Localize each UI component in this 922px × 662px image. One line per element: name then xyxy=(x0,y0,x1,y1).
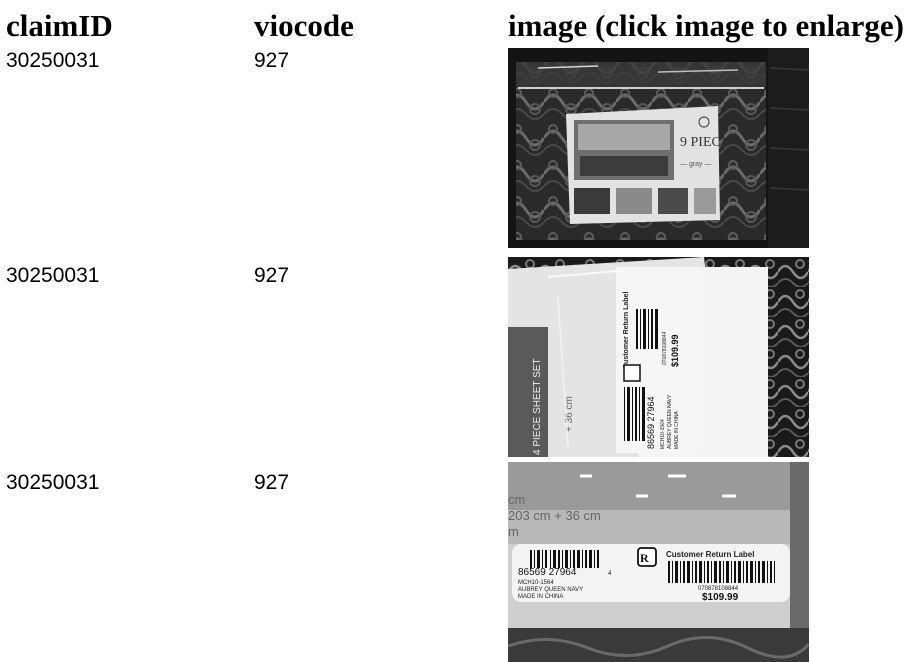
package-label-text: 86569 27964 xyxy=(646,396,656,449)
package-label-text: m xyxy=(508,524,519,539)
package-label-text: 070878108844 xyxy=(698,586,739,592)
package-label-text: MCH10-1564 xyxy=(660,419,666,449)
column-header-image: image (click image to enlarge) xyxy=(508,8,904,43)
package-label-text: Customer Return Label xyxy=(666,550,754,559)
claim-image-thumbnail[interactable]: 9 PIECE — gray — xyxy=(508,48,809,248)
package-label-text: Customer Return Label xyxy=(623,292,630,369)
column-header-viocode: viocode xyxy=(254,8,354,43)
package-label-text: AUBREY QUEEN NAVY xyxy=(667,394,673,449)
package-label-text: $109.99 xyxy=(670,334,680,367)
package-label-text: MADE IN CHINA xyxy=(674,411,680,449)
package-label-text: 203 cm + 36 cm xyxy=(508,508,601,523)
claim-image-thumbnail[interactable]: 4 PIECE SHEET SET + 36 cm Customer Retur… xyxy=(508,257,809,457)
package-label-text: AUBREY QUEEN NAVY xyxy=(518,587,583,593)
package-label-text: 070878108844 xyxy=(662,331,668,365)
package-label-text: $109.99 xyxy=(702,592,739,603)
package-label-text: 4 xyxy=(608,571,612,577)
claim-id-cell: 30250031 xyxy=(6,264,100,287)
claim-id-cell: 30250031 xyxy=(6,471,100,494)
package-label-text: MADE IN CHINA xyxy=(518,594,563,600)
package-label-text: cm xyxy=(508,492,525,507)
package-label-text: 86569 27964 xyxy=(518,567,577,578)
package-label-text: MCH10-1564 xyxy=(518,580,554,586)
product-photo-bedding-package: 9 PIECE — gray — xyxy=(508,48,809,248)
column-header-claimid: claimID xyxy=(6,8,113,43)
claim-id-cell: 30250031 xyxy=(6,49,100,72)
package-label-text: + 36 cm xyxy=(564,396,575,432)
package-label-text: 9 PIECE xyxy=(680,135,729,150)
claim-image-thumbnail[interactable]: cm 203 cm + 36 cm m 86569 27964 4 MCH10-… xyxy=(508,462,809,662)
viocode-cell: 927 xyxy=(254,49,290,72)
package-label-text: — gray — xyxy=(680,161,712,168)
viocode-cell: 927 xyxy=(254,471,290,494)
product-photo-sheet-set-label: 4 PIECE SHEET SET + 36 cm Customer Retur… xyxy=(508,257,809,457)
viocode-cell: 927 xyxy=(254,264,290,287)
package-label-text: 4 PIECE SHEET SET xyxy=(532,358,543,455)
svg-text:R: R xyxy=(640,551,649,565)
product-photo-return-label-closeup: cm 203 cm + 36 cm m 86569 27964 4 MCH10-… xyxy=(508,462,809,662)
